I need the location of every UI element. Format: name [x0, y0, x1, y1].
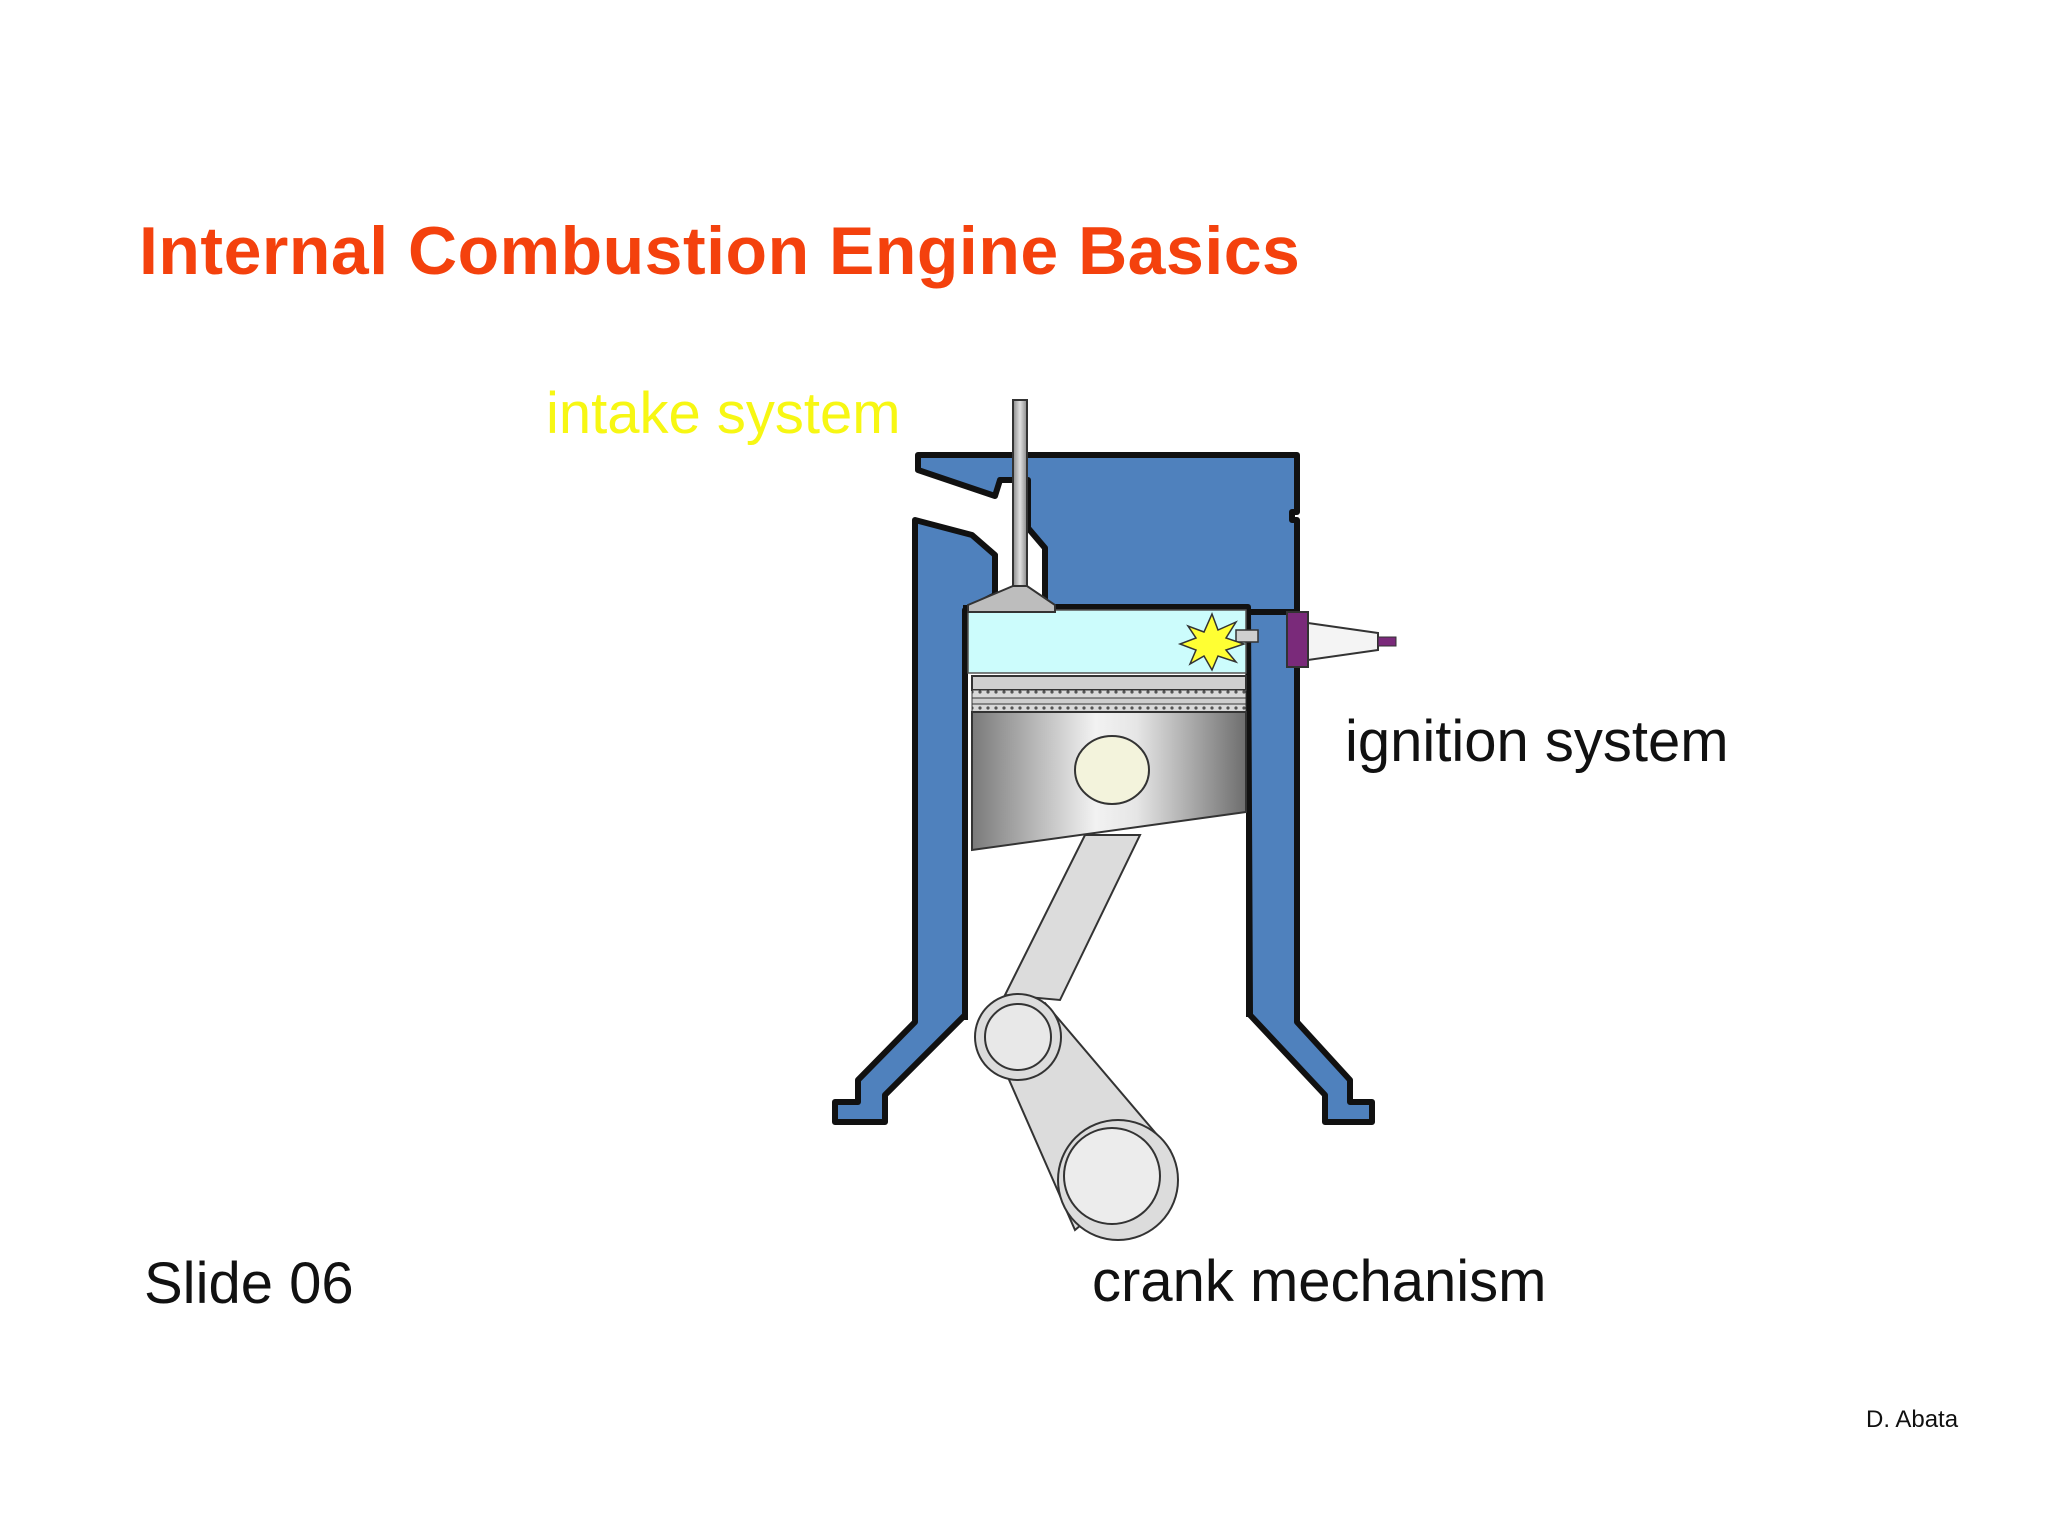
spark-plug-electrode [1235, 629, 1259, 643]
piston-crown [971, 675, 1247, 691]
intake-system-label: intake system [546, 381, 901, 446]
spark-icon [1177, 612, 1247, 672]
spark-plug [1177, 611, 1397, 672]
crank-mechanism-label: crank mechanism [1092, 1249, 1547, 1314]
spark-plug-insulator [1307, 621, 1379, 662]
wrist-pin [1074, 735, 1150, 805]
valve-stem [1012, 399, 1028, 591]
slide-number: Slide 06 [144, 1251, 354, 1316]
ignition-system-label: ignition system [1345, 709, 1729, 774]
piston-ring-1 [971, 689, 1247, 699]
piston-land [971, 697, 1247, 705]
slide-title: Internal Combustion Engine Basics [139, 213, 1301, 289]
connecting-rod [1003, 834, 1142, 1002]
spark-plug-terminal [1377, 636, 1397, 647]
crank-pin [984, 1003, 1052, 1071]
cylinder-wall-right [1245, 609, 1375, 1125]
intake-valve [967, 399, 1056, 613]
cylinder-block [832, 452, 1375, 1125]
cylinder-head [915, 452, 1300, 615]
valve-head [967, 585, 1056, 613]
piston [971, 675, 1247, 852]
crank-mechanism [974, 834, 1179, 1241]
spark-plug-hex-nut [1286, 611, 1309, 668]
cylinder-wall-left [832, 517, 998, 1125]
bore-edge-right [1246, 612, 1251, 1017]
piston-ring-2 [971, 703, 1247, 713]
author-credit: D. Abata [1866, 1406, 1959, 1433]
crankshaft-journal [1063, 1127, 1161, 1225]
bore-edge-left [963, 605, 968, 1020]
